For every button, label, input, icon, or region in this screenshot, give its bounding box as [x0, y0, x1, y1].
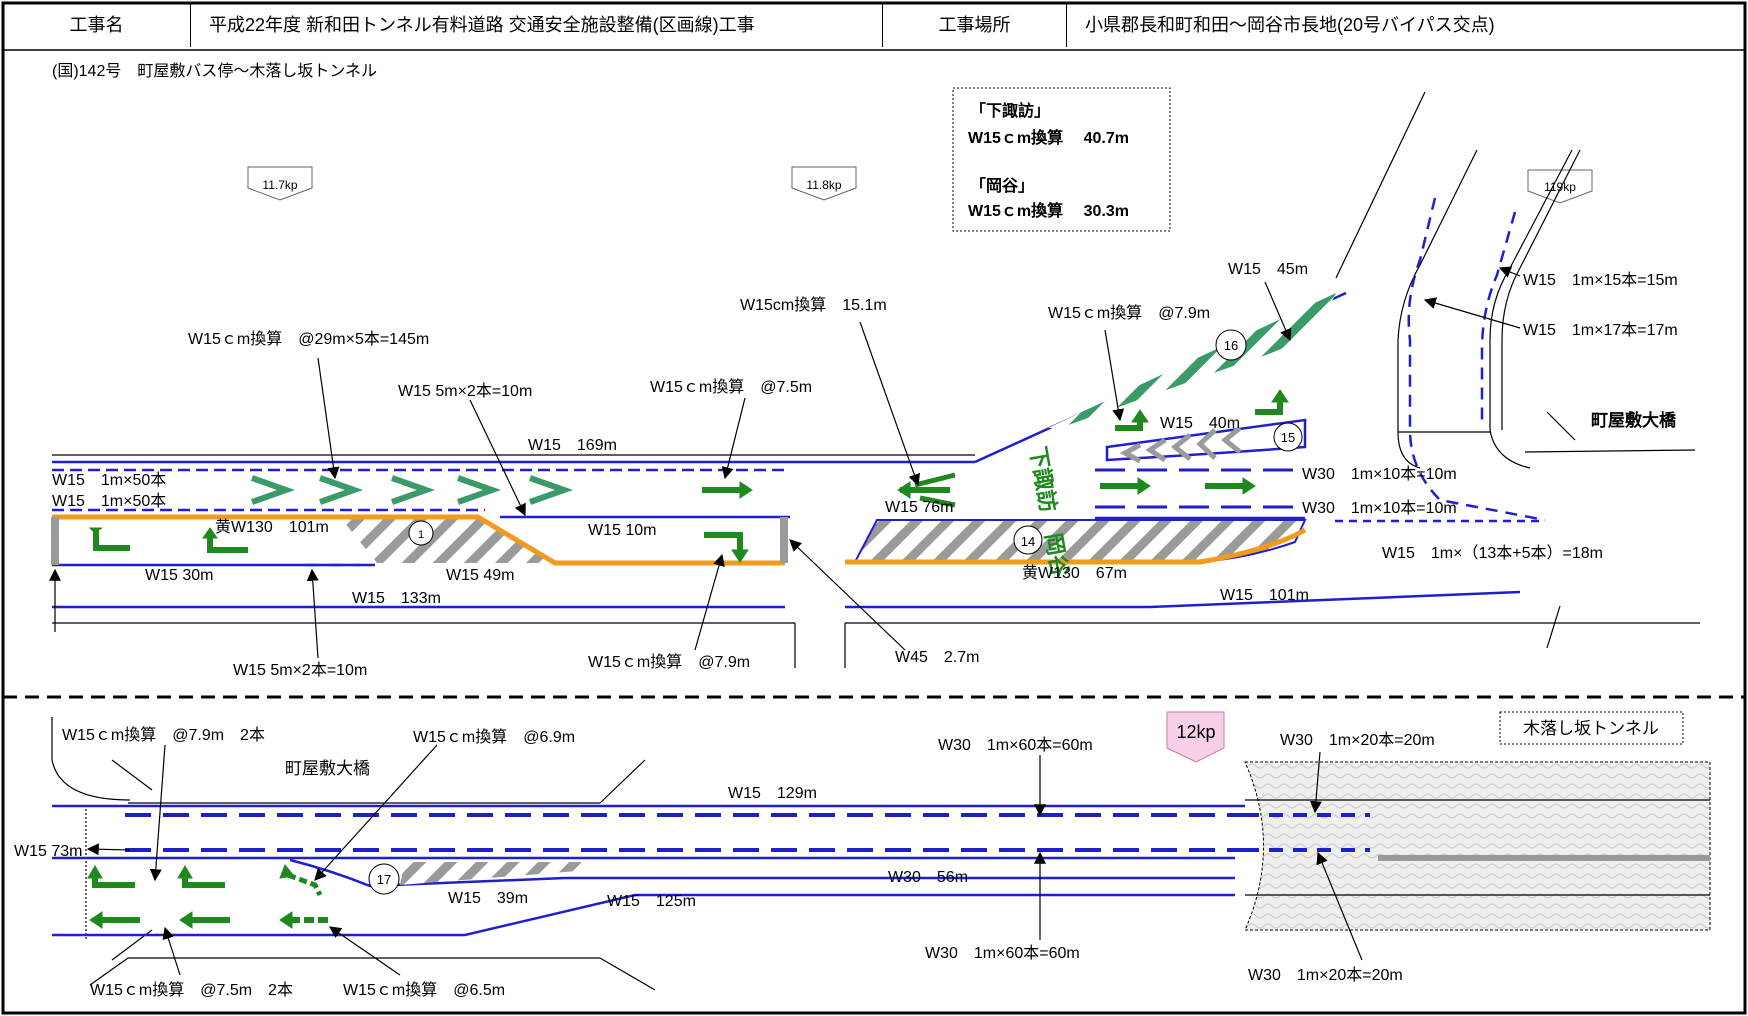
diagram-label: W45 2.7m — [895, 649, 979, 666]
kp-marker: 11.7kp — [247, 166, 313, 201]
green-arrows — [88, 389, 1289, 563]
chevron-markings — [251, 475, 574, 505]
diagram-label: W15ｃm換算 @7.9m — [1048, 303, 1210, 322]
tunnel-area — [1244, 761, 1711, 931]
diagram-label: W30 1m×10本=10m — [1302, 465, 1457, 483]
diagram-label: W15ｃm換算 @6.9m — [413, 727, 575, 746]
zebra-area — [400, 862, 590, 885]
diagram-label: W15ｃm換算 @7.5m — [650, 377, 812, 396]
diagram-label: W15 1m×50本 — [52, 471, 166, 489]
diagram-label: 木落し坂トンネル — [1523, 719, 1659, 738]
diagram-label: W15 1m×（13本+5本）=18m — [1382, 544, 1603, 562]
diagram-label: W15 49m — [446, 567, 514, 584]
diagram-label: W15 30m — [145, 567, 213, 584]
diagram-label: W15ｃm換算 @7.5m 2本 — [90, 980, 293, 999]
place-label: 町屋敷大橋 — [1591, 410, 1677, 430]
diagram-label: 14 — [1021, 534, 1035, 549]
lower-diagram: 木落し坂トンネル 12kp — [14, 711, 1711, 999]
diagram-label: 1 — [418, 529, 424, 541]
diagram-label: 16 — [1224, 338, 1238, 353]
marker-circle — [368, 863, 400, 895]
zebra-area — [1048, 293, 1336, 428]
diagram-label: W15ｃm換算 40.7m — [968, 128, 1129, 147]
diagram-label: W15 10m — [588, 522, 656, 539]
diagram-label: W30 56m — [888, 869, 968, 886]
diagram-label: W30 1m×20本=20m — [1248, 966, 1403, 984]
diagram-label: W15 169m — [528, 437, 617, 454]
diagram-label: W30 1m×60本=60m — [925, 944, 1080, 962]
diagram-label: 11.7kp — [262, 178, 297, 192]
project-name-value: 平成22年度 新和田トンネル有料道路 交通安全施設整備(区画線)工事 — [191, 3, 883, 47]
diagram-label: W30 1m×10本=10m — [1302, 499, 1457, 517]
project-location-value: 小県郡長和町和田～岡谷市長地(20号バイパス交点) — [1085, 15, 1495, 35]
diagram-label: 119kp — [1544, 180, 1576, 194]
diagram-label: W15ｃm換算 @7.9m 2本 — [62, 725, 265, 744]
diagram-label: 「岡谷」 — [970, 176, 1034, 195]
diagram-label: W15 5m×2本=10m — [233, 661, 367, 679]
section-title: (国)142号 町屋敷バス停～木落し坂トンネル — [52, 61, 377, 80]
diagram-label: W15ｃm換算 @7.9m — [588, 652, 750, 671]
diagram-label: W15ｃm換算 30.3m — [968, 201, 1129, 220]
diagram-label: 11.8kp — [806, 178, 841, 192]
diagram-label: 15 — [1281, 430, 1295, 445]
diagram-label: W15 1m×17本=17m — [1523, 321, 1678, 339]
diagram-label: W15ｃm換算 @6.5m — [343, 980, 505, 999]
upper-diagram: 11.7kp 11.8kp 119kp 「下諏訪」 W15ｃm換算 40.7m … — [49, 87, 1700, 679]
header-table: 工事名 平成22年度 新和田トンネル有料道路 交通安全施設整備(区画線)工事 工… — [0, 0, 1748, 50]
diagram-label: W15 76m — [885, 499, 953, 516]
project-location-label: 工事場所 — [883, 3, 1067, 47]
kp-marker: 119kp — [1527, 169, 1593, 204]
diagram-label: W15 125m — [607, 893, 696, 910]
diagram-label: W15 39m — [448, 890, 528, 907]
diagram-label: 「下諏訪」 — [970, 101, 1050, 120]
green-arrows — [87, 864, 330, 929]
kp-marker: 11.8kp — [791, 166, 857, 201]
diagram-label: 黄W130 101m — [215, 518, 329, 536]
diagram-label: W15 73m — [14, 843, 82, 860]
diagram-label: W30 1m×20本=20m — [1280, 731, 1435, 749]
diagram-label: W15 129m — [728, 785, 817, 802]
place-label: 町屋敷大橋 — [285, 759, 370, 778]
diagram-label: W15 45m — [1228, 261, 1308, 278]
diagram-label: W15ｃm換算 @29m×5本=145m — [188, 329, 429, 348]
chevron-area — [1119, 426, 1242, 464]
diagram-label: W30 1m×60本=60m — [938, 736, 1093, 754]
zebra-area — [340, 517, 555, 563]
marker-circles — [408, 329, 1303, 555]
diagram-label: W15 133m — [352, 590, 441, 607]
summary-box: 「下諏訪」 W15ｃm換算 40.7m 「岡谷」 W15ｃm換算 30.3m — [952, 87, 1171, 232]
diagram-label: W15 1m×50本 — [52, 492, 166, 510]
diagram-label: W15 5m×2本=10m — [398, 382, 532, 400]
diagram-label: W15cm換算 15.1m — [740, 295, 887, 314]
diagram-label: W15 101m — [1220, 587, 1309, 604]
project-name-label: 工事名 — [3, 3, 191, 47]
kp-marker: 12kp — [1166, 711, 1225, 763]
diagram-label: 黄W130 67m — [1022, 564, 1127, 582]
diagram-label: 17 — [377, 872, 391, 887]
diagram-label: W15 1m×15本=15m — [1523, 271, 1678, 289]
diagram-label: W15 40m — [1160, 415, 1240, 432]
diagram-label: 12kp — [1176, 722, 1215, 742]
tunnel-label: 木落し坂トンネル — [1499, 711, 1684, 745]
